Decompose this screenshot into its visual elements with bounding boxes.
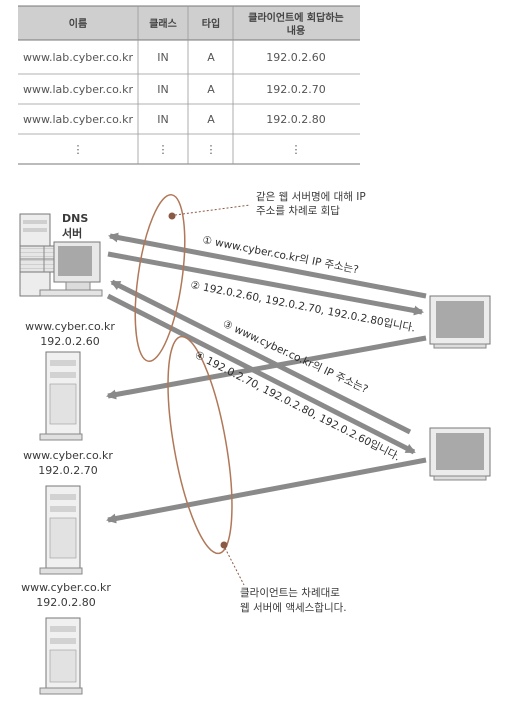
- dns-record-table: 이름 클래스 타입 클라이언트에 회답하는 내용 www.lab.cyber.c…: [18, 5, 360, 165]
- note-bottom-line1: 클라이언트는 차례대로: [240, 587, 340, 599]
- client-2-computer-icon: [429, 427, 491, 481]
- message-arrows: [106, 232, 427, 524]
- web-server-3-ip: 192.0.2.80: [36, 596, 95, 609]
- header-class: 클래스: [149, 17, 177, 30]
- web-server-3-name: www.cyber.co.kr: [21, 581, 111, 594]
- row4-class-ellipsis: ⋮: [158, 143, 169, 156]
- row2-type: A: [207, 83, 215, 96]
- web-server-3-icon: [39, 617, 83, 695]
- client-1-computer-icon: [429, 295, 491, 349]
- row3-ip: 192.0.2.80: [266, 113, 325, 126]
- row3-class: IN: [157, 113, 168, 126]
- web-server-2-icon: [39, 485, 83, 575]
- row2-class: IN: [157, 83, 168, 96]
- header-name: 이름: [69, 17, 87, 30]
- row1-type: A: [207, 51, 215, 64]
- row1-class: IN: [157, 51, 168, 64]
- row1-name: www.lab.cyber.co.kr: [23, 51, 134, 64]
- note-bottom-line2: 웹 서버에 액세스합니다.: [240, 602, 347, 614]
- header-answer-line2: 내용: [287, 24, 305, 37]
- web-server-1-name: www.cyber.co.kr: [25, 320, 115, 333]
- note-top-line1: 같은 웹 서버명에 대해 IP: [256, 190, 366, 203]
- dns-server-label-line1: DNS: [62, 212, 88, 225]
- row3-name: www.lab.cyber.co.kr: [23, 113, 134, 126]
- arrow-reply-2: [107, 251, 424, 316]
- web-server-2-name: www.cyber.co.kr: [23, 449, 113, 462]
- web-server-1-icon: [39, 351, 83, 441]
- leader-line-bottom: [224, 547, 245, 586]
- web-server-1-ip: 192.0.2.60: [40, 335, 99, 348]
- leader-dot-bottom: [220, 541, 228, 549]
- note-top-line2: 주소를 차례로 회답: [256, 205, 340, 217]
- leader-line-top: [174, 204, 251, 216]
- header-answer-line1: 클라이언트에 회답하는: [248, 11, 343, 24]
- row4-name-ellipsis: ⋮: [73, 143, 84, 156]
- row2-ip: 192.0.2.70: [266, 83, 325, 96]
- message-4: ④ 192.0.2.70, 192.0.2.80, 192.0.2.60입니다.: [193, 348, 403, 463]
- dns-server-label-line2: 서버: [62, 226, 82, 240]
- arrow-access-server2: [106, 457, 427, 524]
- arrow-reply-4: [106, 293, 416, 455]
- arrow-access-server1: [106, 335, 427, 400]
- row4-ip-ellipsis: ⋮: [291, 143, 302, 156]
- table-header-background: [18, 6, 360, 40]
- web-server-2-ip: 192.0.2.70: [38, 464, 97, 477]
- highlight-ellipse-top: [134, 194, 186, 362]
- row4-type-ellipsis: ⋮: [206, 143, 217, 156]
- row1-ip: 192.0.2.60: [266, 51, 325, 64]
- leader-dot-top: [168, 212, 176, 220]
- row3-type: A: [207, 113, 215, 126]
- dns-server-icon: [19, 213, 103, 297]
- highlight-ellipse-bottom: [167, 335, 233, 555]
- arrow-query-1: [108, 232, 427, 299]
- header-type: 타입: [202, 17, 220, 30]
- row2-name: www.lab.cyber.co.kr: [23, 83, 134, 96]
- arrow-query-3: [110, 279, 412, 435]
